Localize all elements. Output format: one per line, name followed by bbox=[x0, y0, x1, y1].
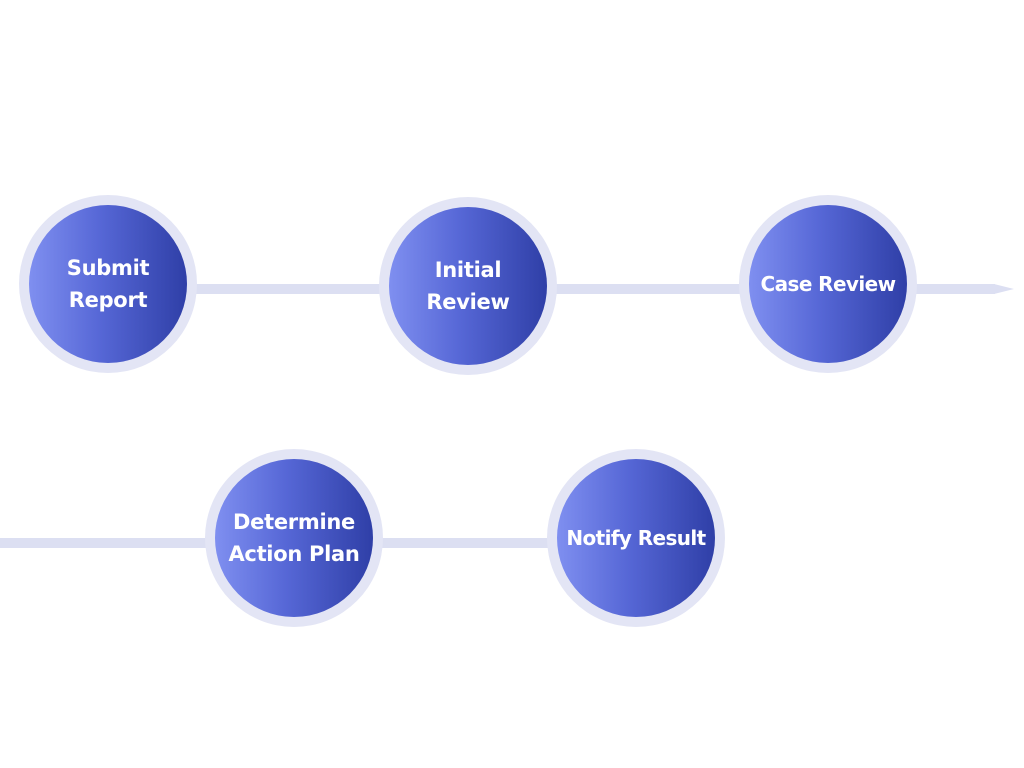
arrow-head-icon bbox=[994, 284, 1014, 294]
step-circle: Notify Result bbox=[557, 459, 715, 617]
step-node-case-review: Case Review bbox=[739, 195, 917, 373]
step-circle: Case Review bbox=[749, 205, 907, 363]
step-node-submit-report: Submit Report bbox=[19, 195, 197, 373]
step-label: Initial Review bbox=[426, 258, 510, 314]
step-node-determine-action-plan: Determine Action Plan bbox=[205, 449, 383, 627]
step-label: Determine Action Plan bbox=[228, 510, 360, 566]
step-circle: Initial Review bbox=[389, 207, 547, 365]
step-node-notify-result: Notify Result bbox=[547, 449, 725, 627]
step-node-initial-review: Initial Review bbox=[379, 197, 557, 375]
connector-line-row-1 bbox=[180, 284, 995, 294]
step-circle: Submit Report bbox=[29, 205, 187, 363]
step-label: Submit Report bbox=[66, 256, 150, 312]
step-circle: Determine Action Plan bbox=[215, 459, 373, 617]
step-label: Case Review bbox=[760, 272, 897, 296]
step-label: Notify Result bbox=[566, 526, 706, 550]
